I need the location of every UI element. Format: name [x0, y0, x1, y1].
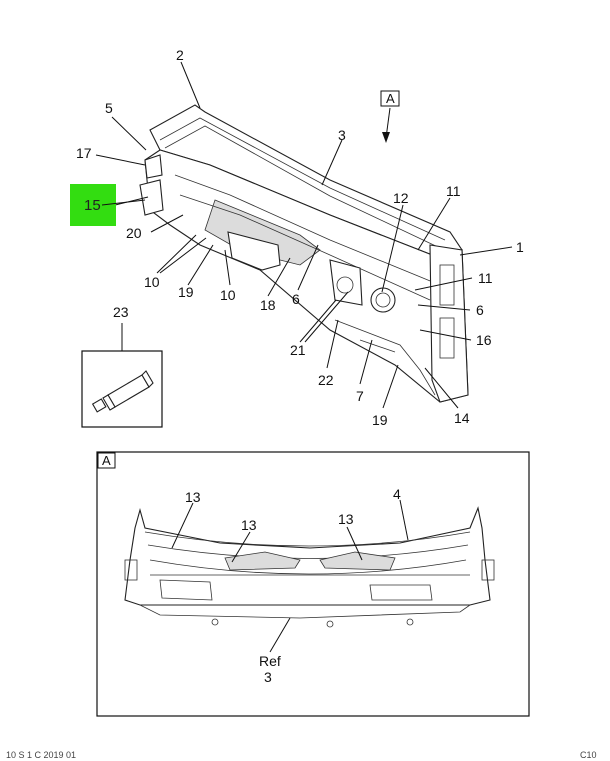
- callout-20: 20: [126, 225, 142, 241]
- view-marker-a: A: [380, 90, 400, 143]
- detail-view-a: A 13 13 13 4 Ref 3: [96, 451, 530, 717]
- callout-labels: 2 5 17 20 10 19 10 18 6 3 12 11 1 11 6 1…: [76, 47, 524, 428]
- callout-12: 12: [393, 190, 409, 206]
- detail-view-label: A: [102, 453, 111, 468]
- callout-16: 16: [476, 332, 492, 348]
- ref-number: 3: [264, 669, 272, 685]
- detail-callout-13-right: 13: [338, 511, 354, 527]
- callout-6-right: 6: [476, 302, 484, 318]
- callout-10-left: 10: [144, 274, 160, 290]
- dash-panel-assembly: [139, 104, 469, 403]
- cowl-top-view: [124, 506, 495, 628]
- highlight-box: [70, 184, 116, 226]
- callout-22: 22: [318, 372, 334, 388]
- sealant-kit: 23: [81, 304, 163, 428]
- callout-10-bottom: 10: [220, 287, 236, 303]
- callout-15-highlight[interactable]: 15: [70, 184, 146, 226]
- detail-callout-13-center: 13: [241, 517, 257, 533]
- callout-19-left: 19: [178, 284, 194, 300]
- callout-7: 7: [356, 388, 364, 404]
- callout-6-left: 6: [292, 291, 300, 307]
- callout-1: 1: [516, 239, 524, 255]
- callout-5: 5: [105, 100, 113, 116]
- callout-2: 2: [176, 47, 184, 63]
- callout-17: 17: [76, 145, 92, 161]
- footer-right: C10: [580, 750, 597, 760]
- footer-left: 10 S 1 C 2019 01: [6, 750, 77, 760]
- detail-callout-4: 4: [393, 486, 401, 502]
- callout-21: 21: [290, 342, 306, 358]
- view-marker-label: A: [386, 91, 395, 106]
- callout-19-bottom: 19: [372, 412, 388, 428]
- callout-23: 23: [113, 304, 129, 320]
- callout-14: 14: [454, 410, 470, 426]
- sealant-tube-icon: [91, 370, 154, 413]
- callout-15: 15: [84, 197, 101, 214]
- callout-3: 3: [338, 127, 346, 143]
- callout-11-top: 11: [446, 183, 461, 199]
- ref-label: Ref: [259, 653, 281, 669]
- callout-11-right: 11: [478, 270, 493, 286]
- callout-18: 18: [260, 297, 276, 313]
- detail-callout-13-left: 13: [185, 489, 201, 505]
